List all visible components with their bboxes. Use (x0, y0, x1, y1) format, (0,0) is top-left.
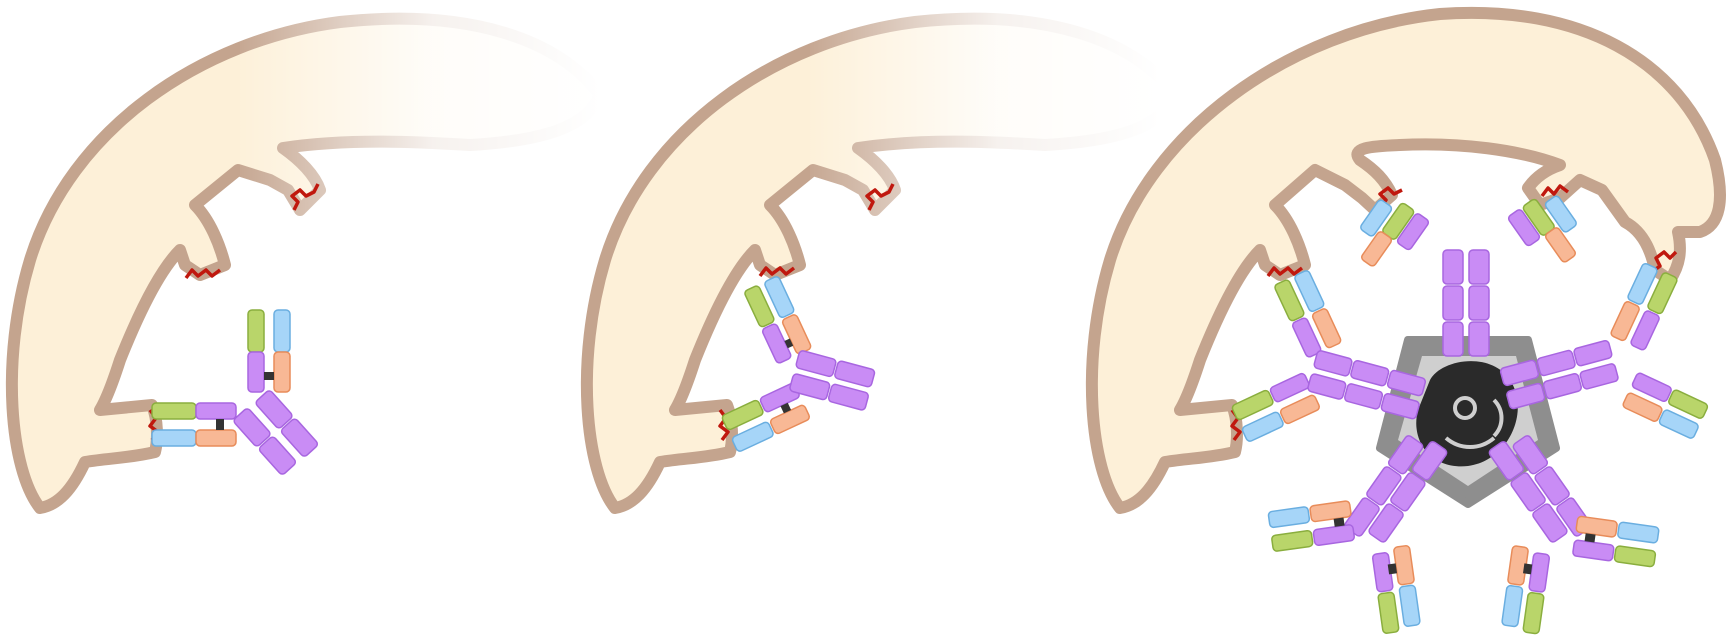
antibody-icon (721, 276, 875, 453)
panel-1 (12, 0, 620, 508)
antibody-icon (152, 310, 319, 476)
